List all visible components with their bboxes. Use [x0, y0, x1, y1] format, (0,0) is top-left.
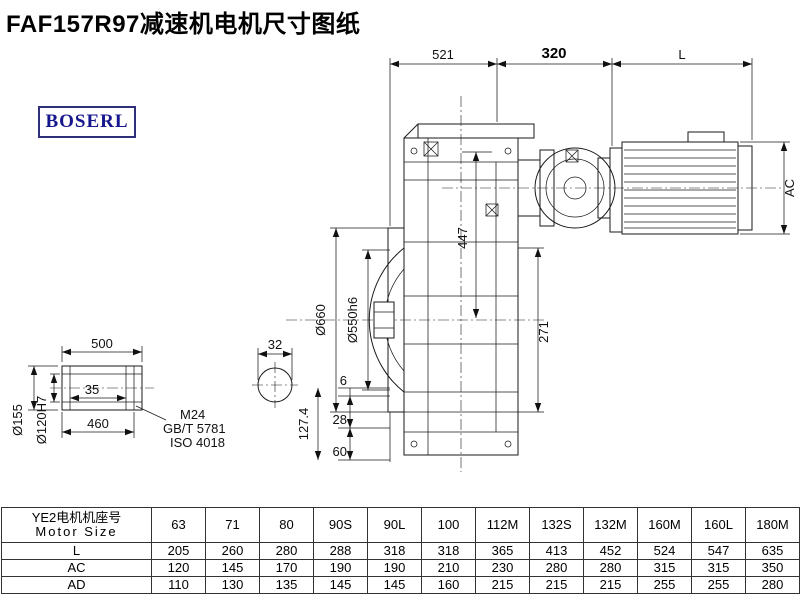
cell: 210 [421, 559, 476, 577]
cell: 280 [745, 576, 800, 594]
size-col: 160L [691, 507, 746, 543]
cell: 230 [475, 559, 530, 577]
dim-447-label: 447 [455, 227, 470, 249]
dim-120-label: Ø120H7 [34, 396, 49, 444]
size-col: 80 [259, 507, 314, 543]
label-m24: M24 [180, 407, 205, 422]
cell: 215 [475, 576, 530, 594]
cell: 120 [151, 559, 206, 577]
ac-dimension: AC [740, 141, 797, 235]
dim-521-label: 521 [432, 47, 454, 62]
bolt-symbol-icon [485, 203, 499, 217]
top-dimensions: 521 320 L [389, 45, 753, 226]
bolt-symbol-icon [565, 149, 579, 163]
cell: 205 [151, 542, 206, 560]
cell: 318 [367, 542, 422, 560]
size-col: 112M [475, 507, 530, 543]
dim-320-label: 320 [541, 45, 566, 62]
cell: 145 [367, 576, 422, 594]
size-col: 90L [367, 507, 422, 543]
row-label: AD [1, 576, 152, 594]
table-row-AC: AC 120 145 170 190 190 210 230 280 280 3… [1, 559, 800, 577]
dim-500-label: 500 [91, 336, 113, 351]
centerlines [286, 96, 782, 472]
cell: 135 [259, 576, 314, 594]
dim-32-label: 32 [268, 337, 282, 352]
cell: 288 [313, 542, 368, 560]
flange-diameter-dimensions: Ø660 Ø550h6 [313, 227, 390, 413]
cell: 318 [421, 542, 476, 560]
cell: 524 [637, 542, 692, 560]
header-cn: YE2电机机座号 [31, 509, 122, 525]
cell: 350 [745, 559, 800, 577]
cell: 280 [583, 559, 638, 577]
bolt-symbol-icon [423, 141, 439, 157]
row-label: L [1, 542, 152, 560]
height-dimensions: 447 271 [455, 151, 551, 413]
cell: 215 [529, 576, 584, 594]
technical-drawing: 521 320 L AC Ø660 Ø550h6 447 [10, 45, 797, 472]
cell: 190 [313, 559, 368, 577]
cell: 130 [205, 576, 260, 594]
dim-AC-label: AC [782, 179, 797, 197]
dim-271-label: 271 [536, 321, 551, 343]
dim-460-label: 460 [87, 416, 109, 431]
motor-size-table: YE2电机机座号 Motor Size 63 71 80 90S 90L 100… [1, 507, 800, 594]
size-col: 160M [637, 507, 692, 543]
cell: 635 [745, 542, 800, 560]
dim-L-label: L [678, 47, 685, 62]
dim-660-label: Ø660 [313, 304, 328, 336]
cell: 260 [205, 542, 260, 560]
bottom-dimensions: 6 28 60 127.4 [296, 373, 391, 462]
size-col: 180M [745, 507, 800, 543]
boserl-logo: BOSERL [38, 106, 136, 138]
cell: 365 [475, 542, 530, 560]
size-col: 90S [313, 507, 368, 543]
cell: 255 [691, 576, 746, 594]
cell: 110 [151, 576, 206, 594]
cell: 255 [637, 576, 692, 594]
size-col: 132S [529, 507, 584, 543]
output-flange [368, 227, 405, 413]
table-row-L: L 205 260 280 288 318 318 365 413 452 52… [1, 542, 800, 560]
table-header-cell: YE2电机机座号 Motor Size [1, 507, 152, 543]
row-label: AC [1, 559, 152, 577]
cell: 145 [313, 576, 368, 594]
cell: 280 [529, 559, 584, 577]
cell: 413 [529, 542, 584, 560]
gearbox-body [403, 123, 535, 456]
size-col: 132M [583, 507, 638, 543]
table-header-row: YE2电机机座号 Motor Size 63 71 80 90S 90L 100… [1, 507, 800, 543]
dim-60-label: 60 [333, 444, 347, 459]
cell: 170 [259, 559, 314, 577]
page-title: FAF157R97减速机电机尺寸图纸 [6, 11, 361, 38]
header-en: Motor Size [35, 524, 118, 539]
dim-155-label: Ø155 [10, 404, 25, 436]
table-row-AD: AD 110 130 135 145 145 160 215 215 215 2… [1, 576, 800, 594]
motor [609, 131, 753, 235]
dim-35-label: 35 [85, 382, 99, 397]
dim-550-label: Ø550h6 [345, 297, 360, 343]
dim-28-label: 28 [333, 412, 347, 427]
hollow-shaft-detail: 500 Ø155 Ø120H7 35 460 M24 GB/T 5781 ISO… [10, 336, 226, 450]
cell: 315 [691, 559, 746, 577]
cell: 145 [205, 559, 260, 577]
size-col: 63 [151, 507, 206, 543]
size-col: 100 [421, 507, 476, 543]
cell: 160 [421, 576, 476, 594]
label-iso4018: ISO 4018 [170, 435, 225, 450]
cell: 190 [367, 559, 422, 577]
dim-6-label: 6 [340, 373, 347, 388]
cell: 547 [691, 542, 746, 560]
shaft-end-view: 32 [252, 337, 298, 408]
dim-127-label: 127.4 [296, 408, 311, 441]
cell: 215 [583, 576, 638, 594]
cell: 452 [583, 542, 638, 560]
size-col: 71 [205, 507, 260, 543]
cell: 280 [259, 542, 314, 560]
label-gbt5781: GB/T 5781 [163, 421, 226, 436]
cell: 315 [637, 559, 692, 577]
